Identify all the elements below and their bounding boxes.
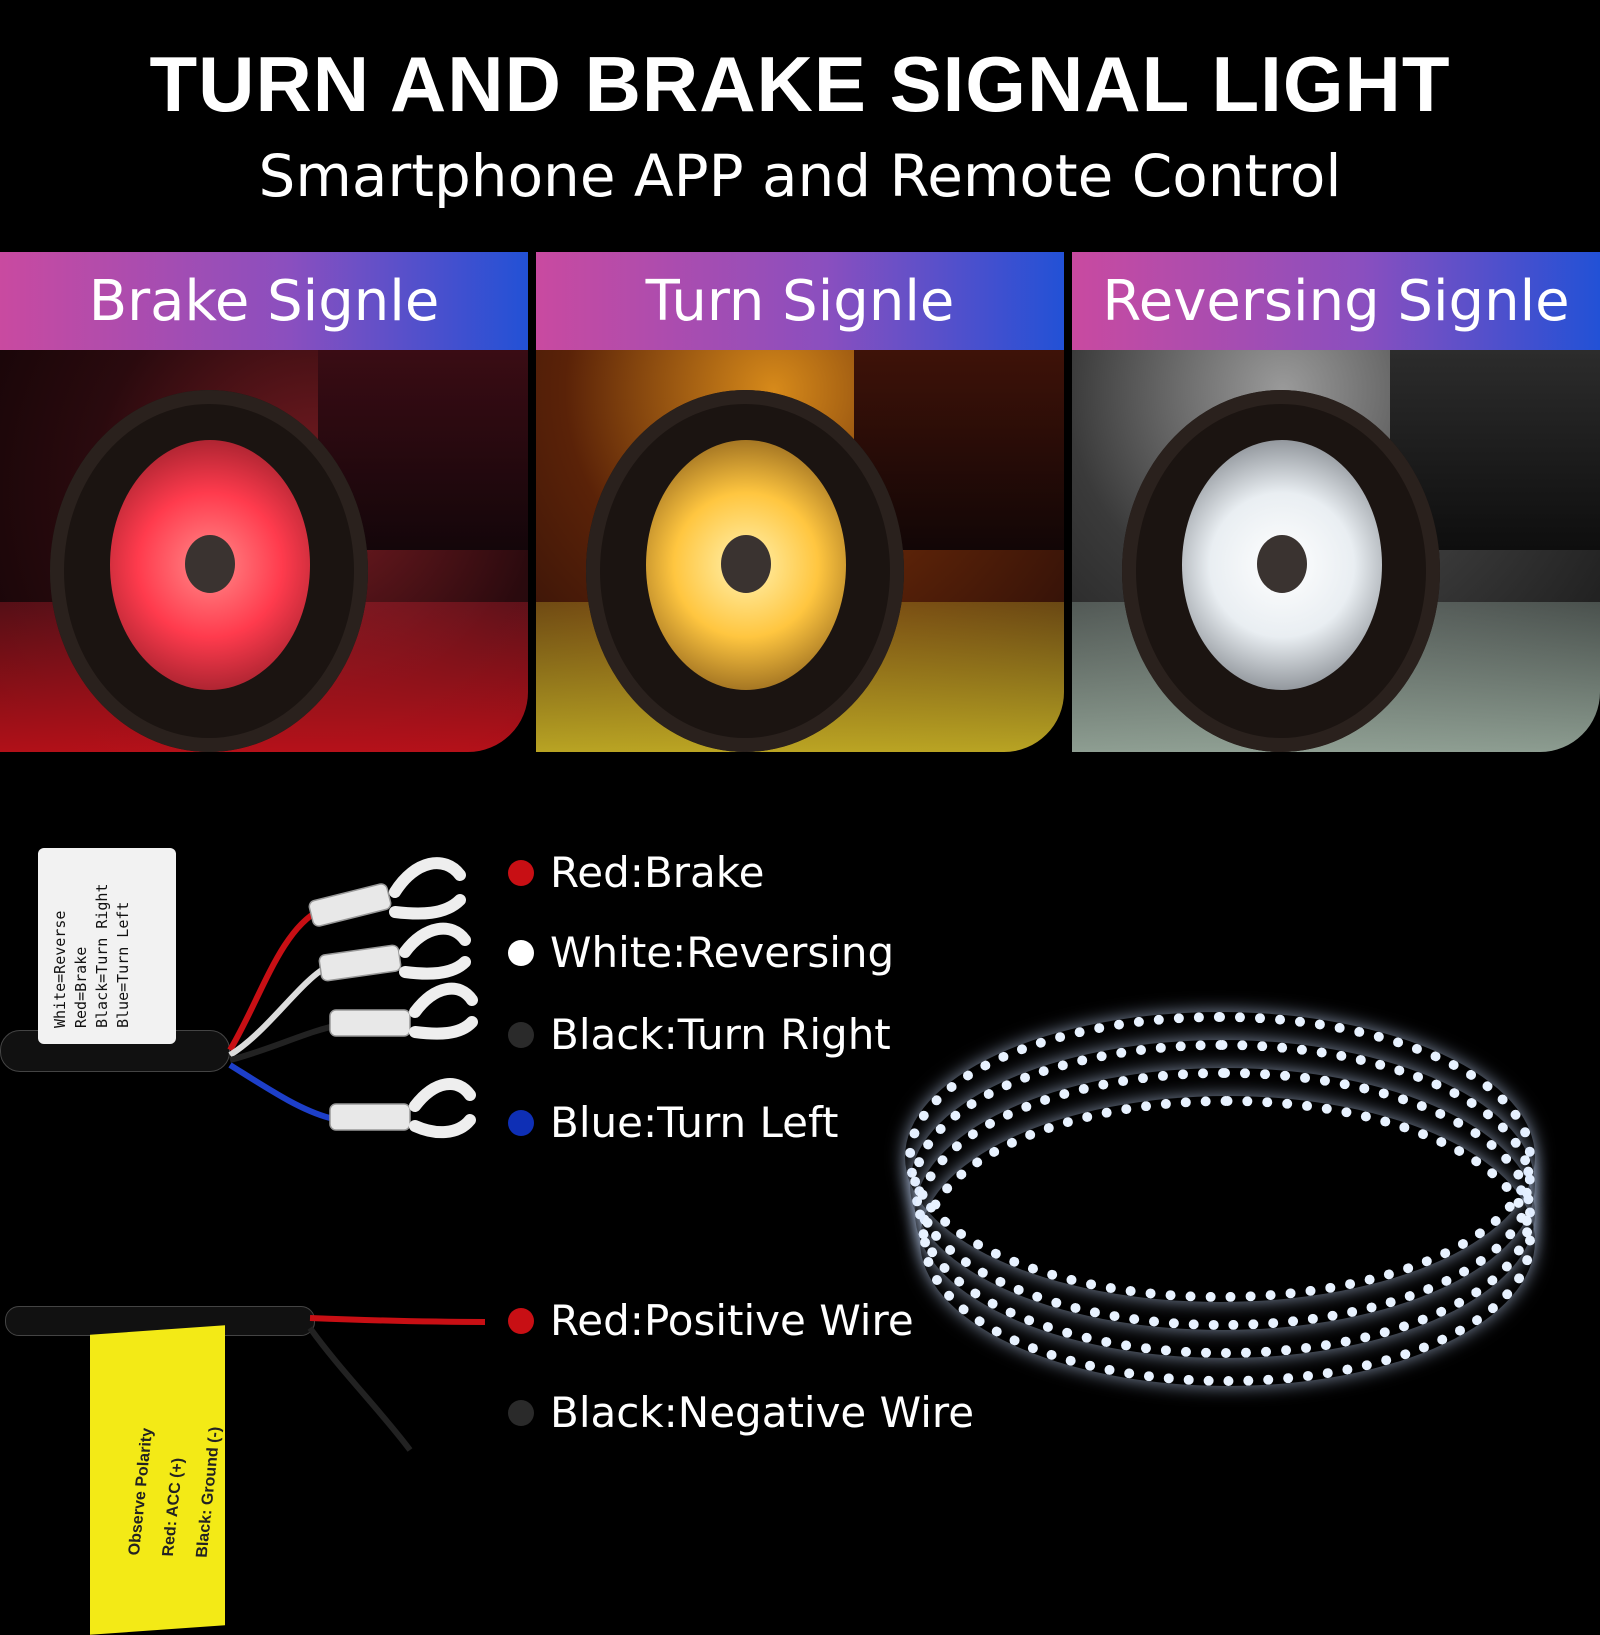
legend-label: Blue:Turn Left [550, 1098, 839, 1147]
wheel-hub [185, 535, 235, 593]
page-title: TURN AND BRAKE SIGNAL LIGHT [149, 40, 1451, 128]
tag-line: Blue=Turn Left [114, 901, 132, 1028]
red-dot-icon [508, 859, 534, 886]
legend-label: Red:Brake [550, 848, 765, 897]
brake-signal-label: Brake Signle [88, 268, 440, 334]
page-subtitle: Smartphone APP and Remote Control [258, 142, 1342, 210]
reversing-signal-panel: Reversing Signle [1072, 252, 1600, 752]
legend-label: Red:Positive Wire [550, 1296, 914, 1345]
blue-dot-icon [508, 1109, 534, 1136]
reversing-wheel-photo [1072, 350, 1600, 752]
legend-item-red-positive: Red:Positive Wire [508, 1296, 914, 1345]
legend-item-black-turn-right: Black:Turn Right [508, 1010, 891, 1059]
legend-label: Black:Turn Right [550, 1010, 891, 1059]
led-ring-strip [920, 1096, 1535, 1386]
legend-label: White:Reversing [550, 928, 895, 977]
reversing-signal-label: Reversing Signle [1102, 268, 1570, 334]
wheel-hub [1257, 535, 1307, 593]
panel-banner: Turn Signle [536, 252, 1064, 350]
wire-color-tag: White=Reverse Red=Brake Black=Turn Right… [38, 848, 176, 1044]
turn-signal-label: Turn Signle [645, 268, 955, 334]
legend-item-black-negative: Black:Negative Wire [508, 1388, 974, 1437]
turn-signal-panel: Turn Signle [536, 252, 1064, 752]
panel-banner: Reversing Signle [1072, 252, 1600, 350]
legend-item-white-reversing: White:Reversing [508, 928, 894, 977]
black-dot-icon [508, 1399, 534, 1426]
panel-banner: Brake Signle [0, 252, 528, 350]
black-dot-icon [508, 1021, 534, 1048]
legend-item-red-brake: Red:Brake [508, 848, 764, 897]
turn-wheel-photo [536, 350, 1064, 752]
legend-label: Black:Negative Wire [550, 1388, 975, 1437]
white-dot-icon [508, 939, 534, 966]
signal-wire-leads [227, 857, 478, 1139]
brake-wheel-photo [0, 350, 528, 752]
legend-item-blue-turn-left: Blue:Turn Left [508, 1098, 839, 1147]
tag-line: White=Reverse [51, 910, 69, 1028]
wheel-hub [721, 535, 771, 593]
tag-line: Black=Turn Right [93, 883, 111, 1029]
polarity-tag: Observe Polarity Red: ACC (+) Black: Gro… [90, 1325, 225, 1635]
power-wire-leads [307, 1315, 486, 1452]
red-dot-icon [508, 1307, 534, 1334]
tag-line: Red=Brake [72, 946, 90, 1028]
brake-signal-panel: Brake Signle [0, 252, 528, 752]
